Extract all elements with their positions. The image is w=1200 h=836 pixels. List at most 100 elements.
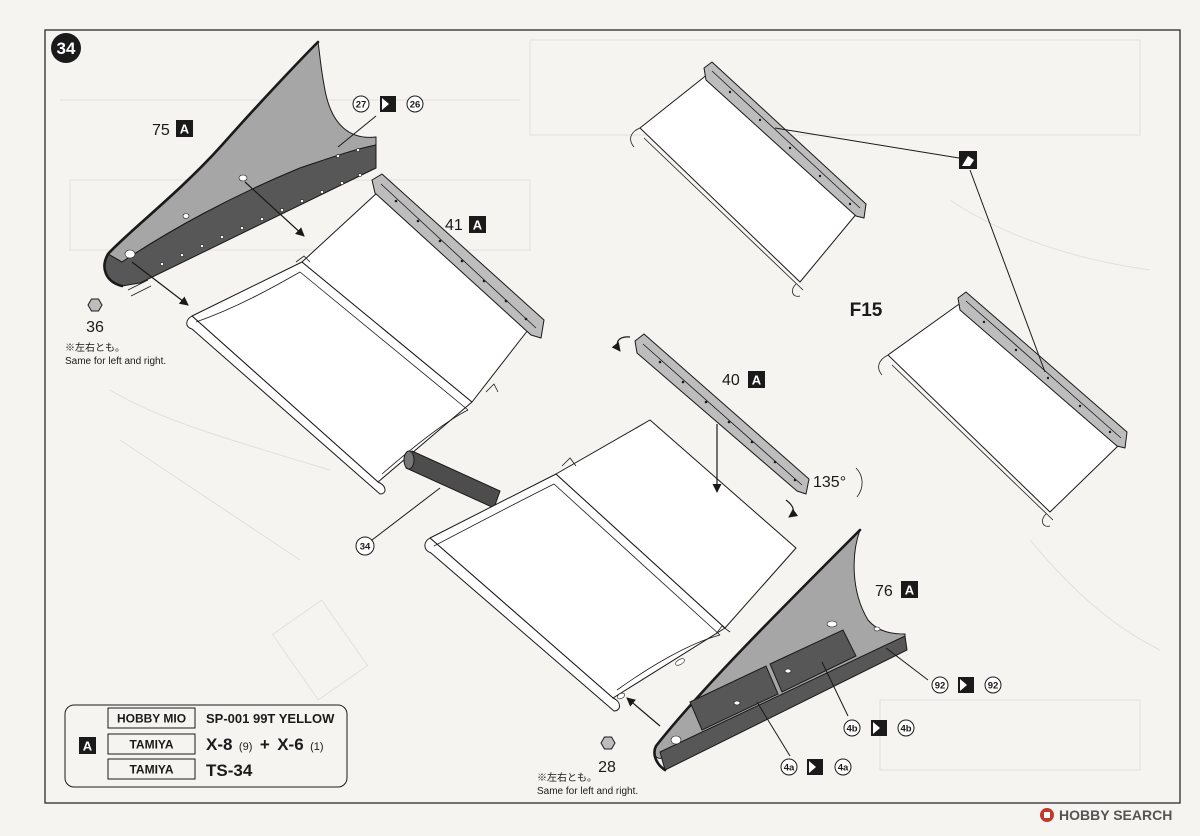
hole [658, 360, 662, 364]
decal-number: 4b [846, 724, 857, 735]
decal-number: 4a [784, 763, 795, 774]
lower-wing-airfoil-left [433, 483, 555, 547]
part-number: 28 [598, 759, 616, 776]
decal-area-4b [769, 629, 857, 693]
rivet [180, 253, 184, 257]
paint-ratio: (1) [310, 741, 323, 753]
decal-number-circle [352, 95, 370, 113]
decal-transfer-icon [958, 677, 974, 693]
color-code: A [83, 739, 93, 754]
hole [504, 299, 508, 303]
part-number: 34 [360, 542, 371, 553]
decal-callout-27-26: 27 26 [337, 95, 424, 148]
decal-transfer-icon [959, 151, 977, 169]
part-label-75: 75 A [152, 120, 193, 139]
f15-lower-hook [878, 354, 1051, 527]
color-code-badge [79, 737, 96, 754]
part-number: 75 [152, 122, 170, 139]
tree-badge [748, 371, 765, 388]
brand-box [107, 707, 196, 729]
end-plate-left-outer-edge [103, 40, 320, 288]
brand-name: TAMIYA [129, 763, 173, 777]
decal-number-circle [897, 719, 915, 737]
hole [727, 420, 731, 424]
decal-number-circle [931, 676, 949, 694]
tree-badge [176, 120, 193, 137]
lower-wing-slot [617, 692, 625, 700]
upper-flap-tab [295, 255, 499, 393]
hole [1078, 404, 1082, 408]
decal-leader-4a [756, 701, 791, 757]
decal-transfer-icon [380, 96, 396, 112]
paint-plus: + [260, 735, 270, 754]
brand-name: HOBBY MIO [117, 712, 186, 726]
decal-leader-line [337, 115, 377, 148]
end-plate-left [103, 40, 377, 297]
step-badge-circle [51, 33, 81, 63]
hobby-search-logo-icon [1040, 808, 1054, 822]
lower-wing-slot [675, 658, 685, 666]
watermark: HOBBY SEARCH [1040, 807, 1172, 823]
hole [438, 239, 442, 243]
hole [1046, 376, 1050, 380]
hex-nut-icon [600, 736, 616, 750]
f15-upper-hook [630, 127, 801, 297]
note-en-left: Same for left and right. [65, 356, 166, 367]
decal-callout-4b-4b: 4b 4b [843, 719, 915, 737]
decal-number: 26 [410, 100, 421, 111]
nut-36: 36 [86, 298, 104, 336]
rivet [320, 190, 324, 194]
hole [826, 620, 838, 628]
page-frame [44, 29, 1181, 804]
flap-rail-40-holes [658, 360, 797, 482]
step-badge: 34 [51, 33, 81, 63]
hole [482, 279, 486, 283]
step-number: 34 [57, 39, 76, 58]
f15-leader-upper [774, 127, 960, 159]
part-label-41: 41 A [445, 216, 486, 234]
f15-upper-rail-crease [711, 70, 861, 209]
hole [758, 118, 762, 122]
f15-view-upper [630, 61, 867, 297]
brand-box [107, 758, 196, 780]
decal-number: 92 [988, 681, 999, 692]
rivet [160, 262, 164, 266]
lower-wing-hinge-line [553, 483, 721, 636]
hole [733, 700, 741, 706]
decal-transfer-icon [807, 759, 823, 775]
f15-leader-lower [969, 169, 1046, 373]
hole [750, 440, 754, 444]
decal-callout-92-92: 92 92 [931, 676, 1002, 694]
decal-leader-92 [885, 647, 929, 681]
hole [238, 174, 248, 182]
watermark-text: HOBBY SEARCH [1059, 807, 1172, 823]
rivet [300, 199, 304, 203]
hole [416, 219, 420, 223]
end-plate-left-stub [127, 279, 152, 297]
paint-name: TS-34 [206, 761, 253, 780]
brand-box [107, 733, 196, 755]
pin-arrow-upper [244, 181, 305, 237]
tree-letter: A [473, 218, 483, 233]
f15-lower-panel-edge [891, 364, 1054, 521]
nut-28: 28 [598, 736, 616, 776]
rod-leader-line [371, 487, 441, 541]
hole [460, 259, 464, 263]
decal-number-circle [843, 719, 861, 737]
upper-wing-airfoil-left [195, 271, 301, 323]
pin-arrow-lower [131, 261, 189, 306]
lower-wing-leading-edge [424, 537, 620, 712]
paint-name: X-8 [206, 735, 232, 754]
rivet [358, 173, 362, 177]
hole [1014, 348, 1018, 352]
lower-flap [555, 419, 797, 629]
tree-badge [901, 581, 918, 598]
rivet [240, 226, 244, 230]
hole [394, 199, 398, 203]
lower-flap-tab [561, 457, 731, 635]
decal-transfer-icon [871, 720, 887, 736]
rivet [356, 148, 360, 152]
paint-ratio: (9) [239, 741, 252, 753]
view-label: F15 [850, 300, 883, 321]
decal-number-circle [984, 676, 1002, 694]
